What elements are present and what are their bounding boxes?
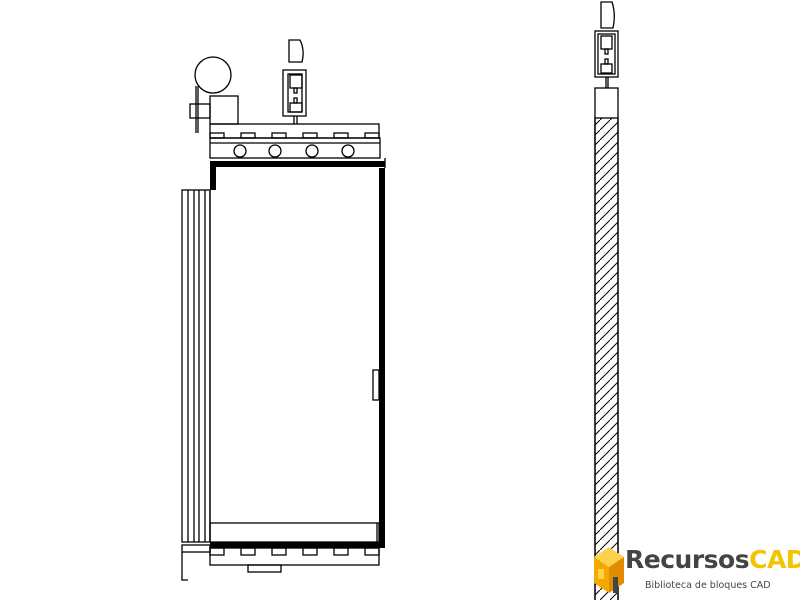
bottom-rail-teeth — [209, 547, 380, 556]
bottom-plate — [247, 564, 282, 573]
logo-cube-icon — [594, 547, 624, 593]
frame-thick — [210, 161, 385, 548]
top-rail-teeth — [209, 132, 380, 139]
logo-tagline: Biblioteca de bloques CAD — [645, 580, 771, 591]
recursoscad-logo: RecursosCAD Biblioteca de bloques CAD — [592, 543, 800, 600]
door-handle — [372, 369, 380, 401]
motor-box — [209, 95, 239, 125]
top-rail — [209, 123, 380, 139]
hatched-section — [594, 117, 619, 600]
logo-brand-part2: CAD — [749, 545, 800, 574]
front-elevation — [181, 39, 386, 581]
motor-bracket — [189, 103, 211, 119]
side-section — [594, 1, 619, 600]
roller-track — [209, 137, 381, 159]
actuator-front — [282, 39, 307, 124]
logo-brand-part1: Recursos — [625, 545, 750, 574]
door-bottom-band — [209, 522, 380, 543]
rollers — [233, 144, 355, 158]
folded-panel — [181, 189, 211, 543]
bottom-rail — [209, 547, 380, 566]
motor-pulley — [194, 56, 232, 94]
